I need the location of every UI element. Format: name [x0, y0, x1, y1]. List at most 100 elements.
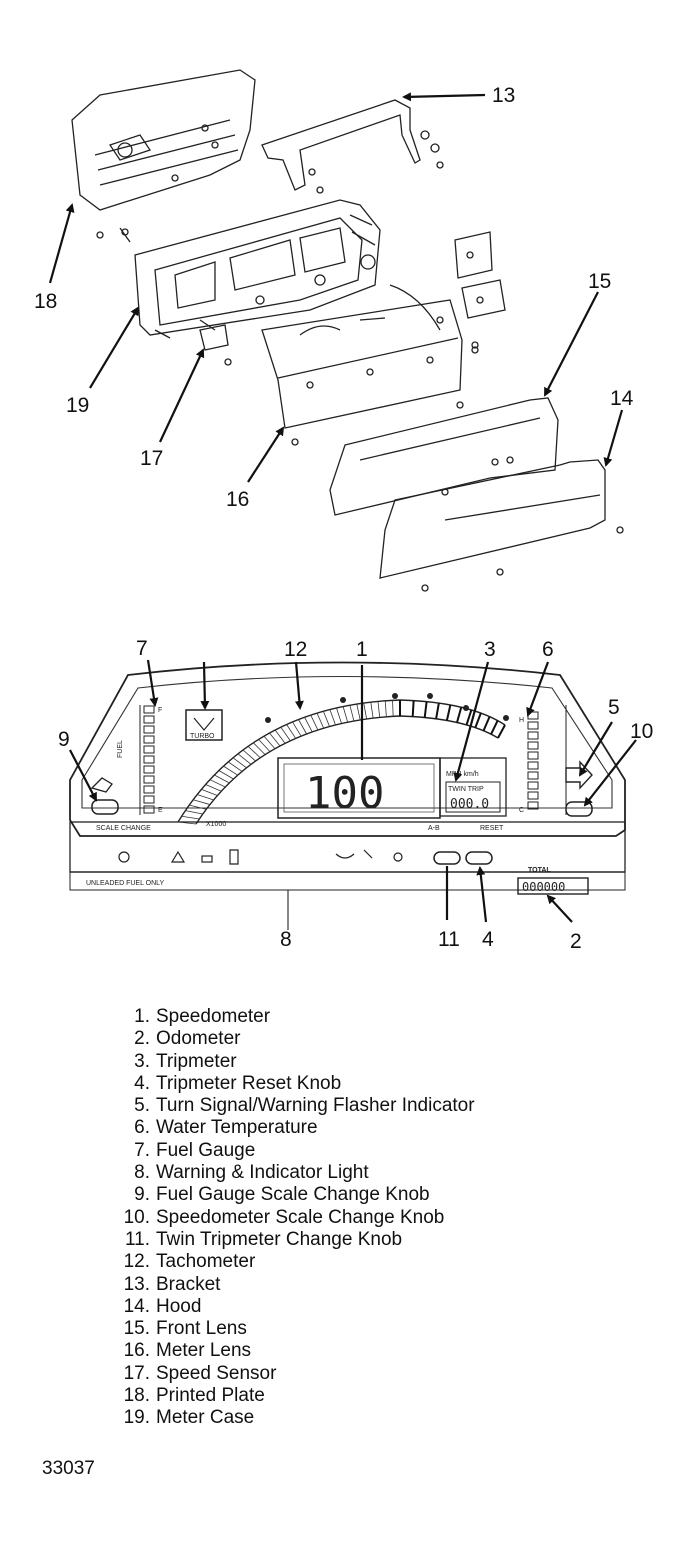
warning-light-strip: [69, 821, 626, 873]
trip-readout: 000.0: [450, 797, 489, 812]
fuel-gauge-segment: [143, 745, 155, 754]
fuel-gauge: F E FUEL: [117, 705, 163, 815]
speed-readout: 100: [305, 768, 384, 819]
arrow-9: [69, 749, 97, 802]
tach-unit: X1000: [206, 821, 226, 828]
tach-tick: [292, 721, 302, 737]
legend-number: 1.: [134, 1006, 150, 1027]
tach-redline-tick: [445, 704, 452, 721]
tach-tick: [286, 724, 297, 739]
legend-item: 15. Front Lens: [98, 1318, 475, 1340]
legend-number: 10.: [123, 1206, 150, 1228]
temp-hot-label: H: [519, 717, 524, 724]
tach-tick: [177, 821, 197, 825]
fuel-pump-icon: [90, 777, 113, 793]
tach-tick: [197, 794, 214, 801]
legend-item: 13.Bracket: [98, 1274, 475, 1296]
legend-number: 3.: [134, 1050, 150, 1072]
legend-item: 6.Water Temperature: [98, 1117, 475, 1139]
arrow-16: [247, 426, 285, 483]
tach-tick: [384, 700, 387, 717]
legend-label: Fuel Gauge: [156, 1139, 256, 1161]
legend-number: 4.: [134, 1072, 150, 1094]
tach-tick: [189, 804, 207, 810]
legend-number: 19.: [123, 1407, 150, 1429]
printed-plate: [71, 69, 256, 243]
fuel-gauge-segment: [143, 765, 155, 774]
tripmeter-display: MPH km/h TWIN TRIP 000.0: [439, 757, 507, 817]
tach-tick: [209, 779, 226, 788]
tach-redline-tick: [490, 720, 499, 735]
tach-redline-tick: [435, 702, 440, 719]
reset-label: RESET: [480, 825, 504, 832]
legend-label: Warning & Indicator Light: [156, 1162, 369, 1184]
arrow-6: [526, 661, 550, 717]
legend-label: Speedometer: [156, 1006, 271, 1027]
twin-tripmeter-change-knob[interactable]: [433, 851, 461, 865]
tach-tick: [223, 765, 238, 776]
fuel-scale-change-knob[interactable]: [91, 799, 119, 815]
legend-number: 7.: [134, 1139, 150, 1161]
legend-item: 18. Printed Plate: [98, 1385, 475, 1407]
panel-housing: [69, 661, 626, 837]
fuel-gauge-segment: [143, 735, 155, 744]
panel-arrows: [69, 659, 637, 930]
hood: [379, 459, 624, 592]
tach-tick: [247, 746, 261, 759]
callout-7: 7: [136, 637, 148, 660]
tach-tick: [227, 761, 243, 772]
legend-item: 1. Speedometer: [98, 1006, 475, 1028]
legend-item: 17.Speed Sensor: [98, 1363, 475, 1385]
callout-14: 14: [610, 387, 634, 410]
legend-item: 5. Turn Signal/Warning Flasher Indicator: [98, 1095, 475, 1117]
tach-redline-tick: [474, 712, 482, 728]
legend-label: Meter Case: [156, 1407, 255, 1429]
twin-trip-label: TWIN TRIP: [448, 786, 484, 793]
tach-tick: [258, 739, 271, 752]
fuel-gauge-segment: [143, 795, 155, 804]
arrow-13: [402, 92, 486, 102]
speedometer-display: 100: [277, 757, 441, 819]
legend-number: 11.: [124, 1228, 150, 1250]
legend-label: Odometer: [156, 1028, 241, 1050]
exploded-arrows: [48, 92, 624, 483]
fuel-gauge-segment: [143, 715, 155, 724]
legend-label: Front Lens: [156, 1318, 247, 1340]
unleaded-label: UNLEADED FUEL ONLY: [86, 880, 165, 887]
bracket: [261, 99, 444, 194]
meter-lens: [261, 299, 479, 446]
tripmeter-reset-knob[interactable]: [465, 851, 493, 865]
callout-13: 13: [492, 84, 515, 107]
legend-label: Turn Signal/Warning Flasher Indicator: [156, 1095, 475, 1117]
speed-unit-label: MPH km/h: [446, 771, 479, 778]
fuel-gauge-segment: [143, 705, 155, 714]
tach-tick: [349, 705, 355, 722]
arrow-18: [48, 203, 75, 284]
legend-item: 16.Meter Lens: [98, 1340, 475, 1362]
charge-warning-icon: [201, 855, 213, 863]
temp-gauge-segment: [527, 801, 539, 810]
tach-tick: [392, 700, 394, 717]
legend-label: Printed Plate: [156, 1385, 265, 1407]
temp-gauge-segment: [527, 751, 539, 760]
legend-number: 15.: [123, 1318, 150, 1340]
tach-tick: [218, 770, 234, 780]
arrow-10: [583, 739, 637, 807]
odometer-readout: 000000: [522, 880, 565, 894]
tach-redline-tick: [411, 700, 415, 717]
temp-gauge-segment: [527, 771, 539, 780]
arrow-7: [146, 659, 159, 707]
tach-tick: [269, 732, 281, 747]
temp-gauge-segment: [527, 731, 539, 740]
legend-number: 6.: [134, 1117, 150, 1139]
legend-number: 8.: [134, 1162, 150, 1184]
speedometer-scale-change-knob[interactable]: [565, 801, 593, 817]
legend-number: 18.: [123, 1385, 150, 1407]
legend-number: 5.: [134, 1095, 150, 1117]
arrow-4: [476, 866, 488, 923]
legend-item: 8. Warning & Indicator Light: [98, 1162, 475, 1184]
connector-parts: [389, 231, 506, 349]
legend-number: 12.: [123, 1251, 150, 1273]
headlight-indicator-icon: [393, 852, 403, 862]
